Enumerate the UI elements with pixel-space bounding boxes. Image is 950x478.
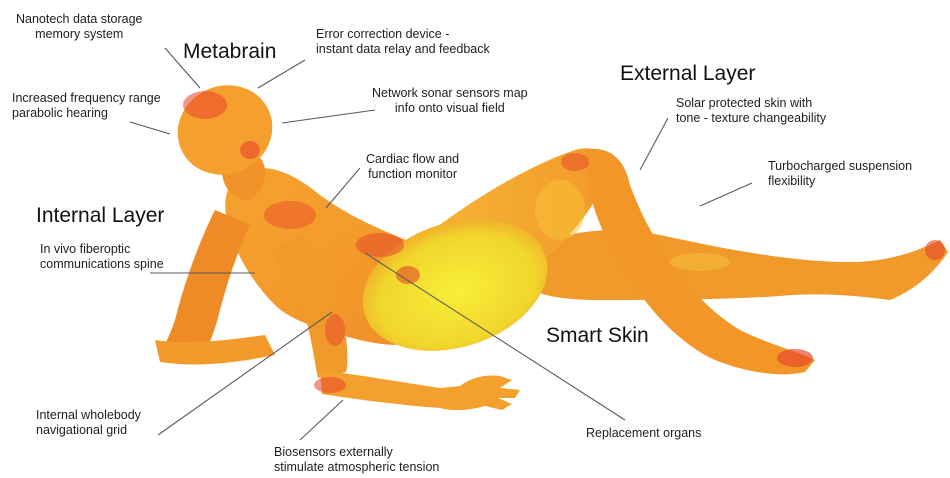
leader-biosensors [300, 400, 343, 440]
front-forearm [320, 370, 520, 410]
heading-external-layer: External Layer [620, 62, 755, 86]
back-leg [520, 230, 948, 300]
label-sonar: Network sonar sensors mapinfo onto visua… [372, 86, 528, 116]
label-fiberoptic: In vivo fiberopticcommunications spine [40, 242, 164, 272]
label-solar: Solar protected skin withtone - texture … [676, 96, 826, 126]
leader-solar [640, 118, 668, 170]
label-suspension: Turbocharged suspensionflexibility [768, 159, 912, 189]
body-silhouette [155, 70, 948, 410]
heading-smart-skin: Smart Skin [546, 324, 649, 348]
label-cardiac: Cardiac flow andfunction monitor [366, 152, 459, 182]
label-navigational: Internal wholebodynavigational grid [36, 408, 141, 438]
leader-suspension [700, 183, 752, 206]
heading-metabrain: Metabrain [183, 40, 276, 64]
leader-frequency [130, 122, 170, 134]
leader-cardiac [326, 168, 360, 208]
label-replacement: Replacement organs [586, 426, 701, 441]
back-arm [160, 210, 250, 360]
label-nanotech: Nanotech data storagememory system [16, 12, 142, 42]
heading-internal-layer: Internal Layer [36, 204, 164, 228]
label-error-correction: Error correction device -instant data re… [316, 27, 490, 57]
leader-sonar [282, 110, 375, 123]
label-biosensors: Biosensors externallystimulate atmospher… [274, 445, 439, 475]
label-frequency: Increased frequency rangeparabolic heari… [12, 91, 161, 121]
leader-error-correction [258, 60, 305, 88]
